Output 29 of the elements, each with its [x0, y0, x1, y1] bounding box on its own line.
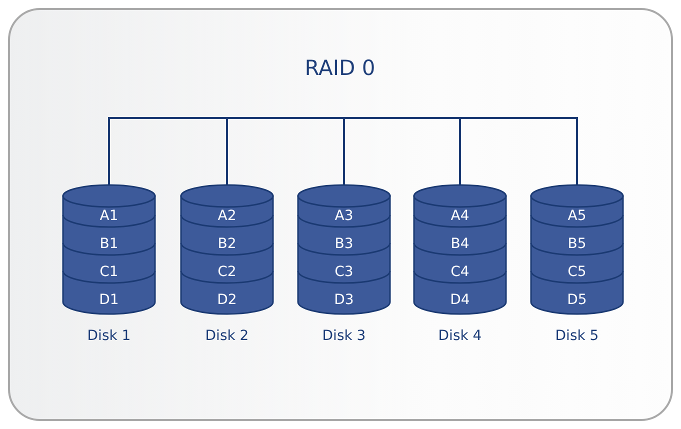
block-label: C4: [450, 263, 470, 281]
block-label: A1: [98, 207, 120, 225]
block-label: C5: [566, 263, 588, 281]
block-label: C1: [98, 263, 120, 281]
block-label: D2: [216, 291, 238, 309]
block-label: B5: [566, 235, 588, 253]
block-label: B1: [98, 235, 120, 253]
block-label: A4: [450, 207, 470, 225]
block-label: D1: [98, 291, 120, 309]
block-label: D5: [566, 291, 588, 309]
block-label: A5: [566, 207, 588, 225]
block-label: B3: [334, 235, 354, 253]
block-label: B4: [450, 235, 470, 253]
block-label: A3: [334, 207, 354, 225]
title-text: RAID 0: [240, 56, 440, 118]
block-label: D3: [333, 291, 355, 309]
connector-line: [226, 117, 340, 185]
disk-label: Disk 3: [321, 328, 367, 344]
block-label: A2: [216, 207, 238, 225]
connector-line: [340, 117, 578, 185]
disk-label: Disk 4: [437, 328, 483, 344]
block-label: B2: [216, 235, 238, 253]
block-label: C3: [334, 263, 354, 281]
disk-label: Disk 2: [204, 328, 250, 344]
block-label: D4: [449, 291, 471, 309]
block-label: C2: [216, 263, 238, 281]
connector-line: [340, 117, 345, 185]
disk-label: Disk 5: [554, 328, 600, 344]
disk-label: Disk 1: [86, 328, 132, 344]
